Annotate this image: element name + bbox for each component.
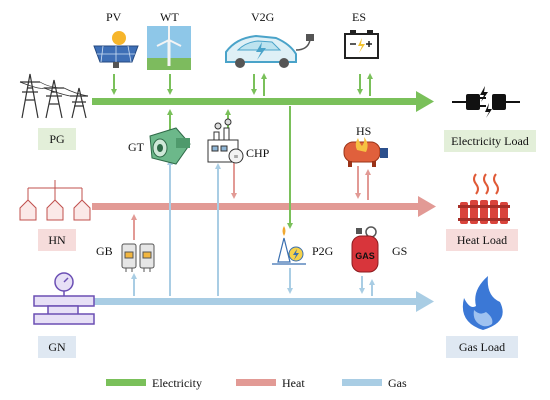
legend-label-electricity: Electricity (152, 376, 202, 390)
gas-turbine-icon (149, 127, 191, 165)
power-to-gas-icon (272, 226, 306, 265)
gas-load-label: Gas Load (446, 336, 518, 358)
radiator-icon (458, 173, 510, 224)
chp-plant-icon: ≡ (207, 118, 244, 164)
electricity-bus (92, 91, 434, 112)
label-hn: HN (38, 229, 76, 251)
gas-cylinder-icon: GAS (351, 226, 379, 273)
label-pg: PG (38, 128, 76, 150)
heating-network-icon (19, 180, 91, 221)
heat-bus (92, 196, 436, 217)
svg-text:≡: ≡ (234, 152, 239, 161)
gas-boiler-icon (121, 243, 155, 272)
electric-car-icon (225, 34, 314, 68)
heat-storage-tank-icon (343, 137, 388, 167)
legend-swatch-electricity (106, 379, 146, 386)
gs-cylinder-text: GAS (355, 251, 375, 261)
label-gn: GN (38, 336, 76, 358)
gas-bus (92, 291, 434, 312)
legend-swatches (106, 379, 382, 386)
wind-turbine-icon (147, 26, 191, 70)
flow-lines (111, 73, 375, 296)
label-es: ES (352, 10, 367, 24)
label-gb: GB (96, 244, 113, 258)
label-pv: PV (106, 10, 122, 24)
label-p2g: P2G (312, 244, 334, 258)
battery-icon (344, 30, 379, 59)
power-tower-icon (19, 73, 89, 119)
label-chp: CHP (246, 146, 270, 160)
plug-icon (452, 86, 520, 118)
legend-label-gas: Gas (388, 376, 407, 390)
label-wt: WT (160, 10, 179, 24)
legend-swatch-gas (342, 379, 382, 386)
heat-load-label: Heat Load (446, 229, 518, 251)
legend-swatch-heat (236, 379, 276, 386)
label-v2g: V2G (251, 10, 275, 24)
solar-panel-icon (93, 31, 139, 68)
label-hs: HS (356, 124, 372, 138)
label-gt: GT (128, 140, 144, 154)
flame-icon (462, 276, 503, 330)
legend-label-heat: Heat (282, 376, 305, 390)
electricity-load-label: Electricity Load (444, 130, 536, 152)
gas-pipeline-icon (33, 272, 95, 325)
label-gs: GS (392, 244, 408, 258)
